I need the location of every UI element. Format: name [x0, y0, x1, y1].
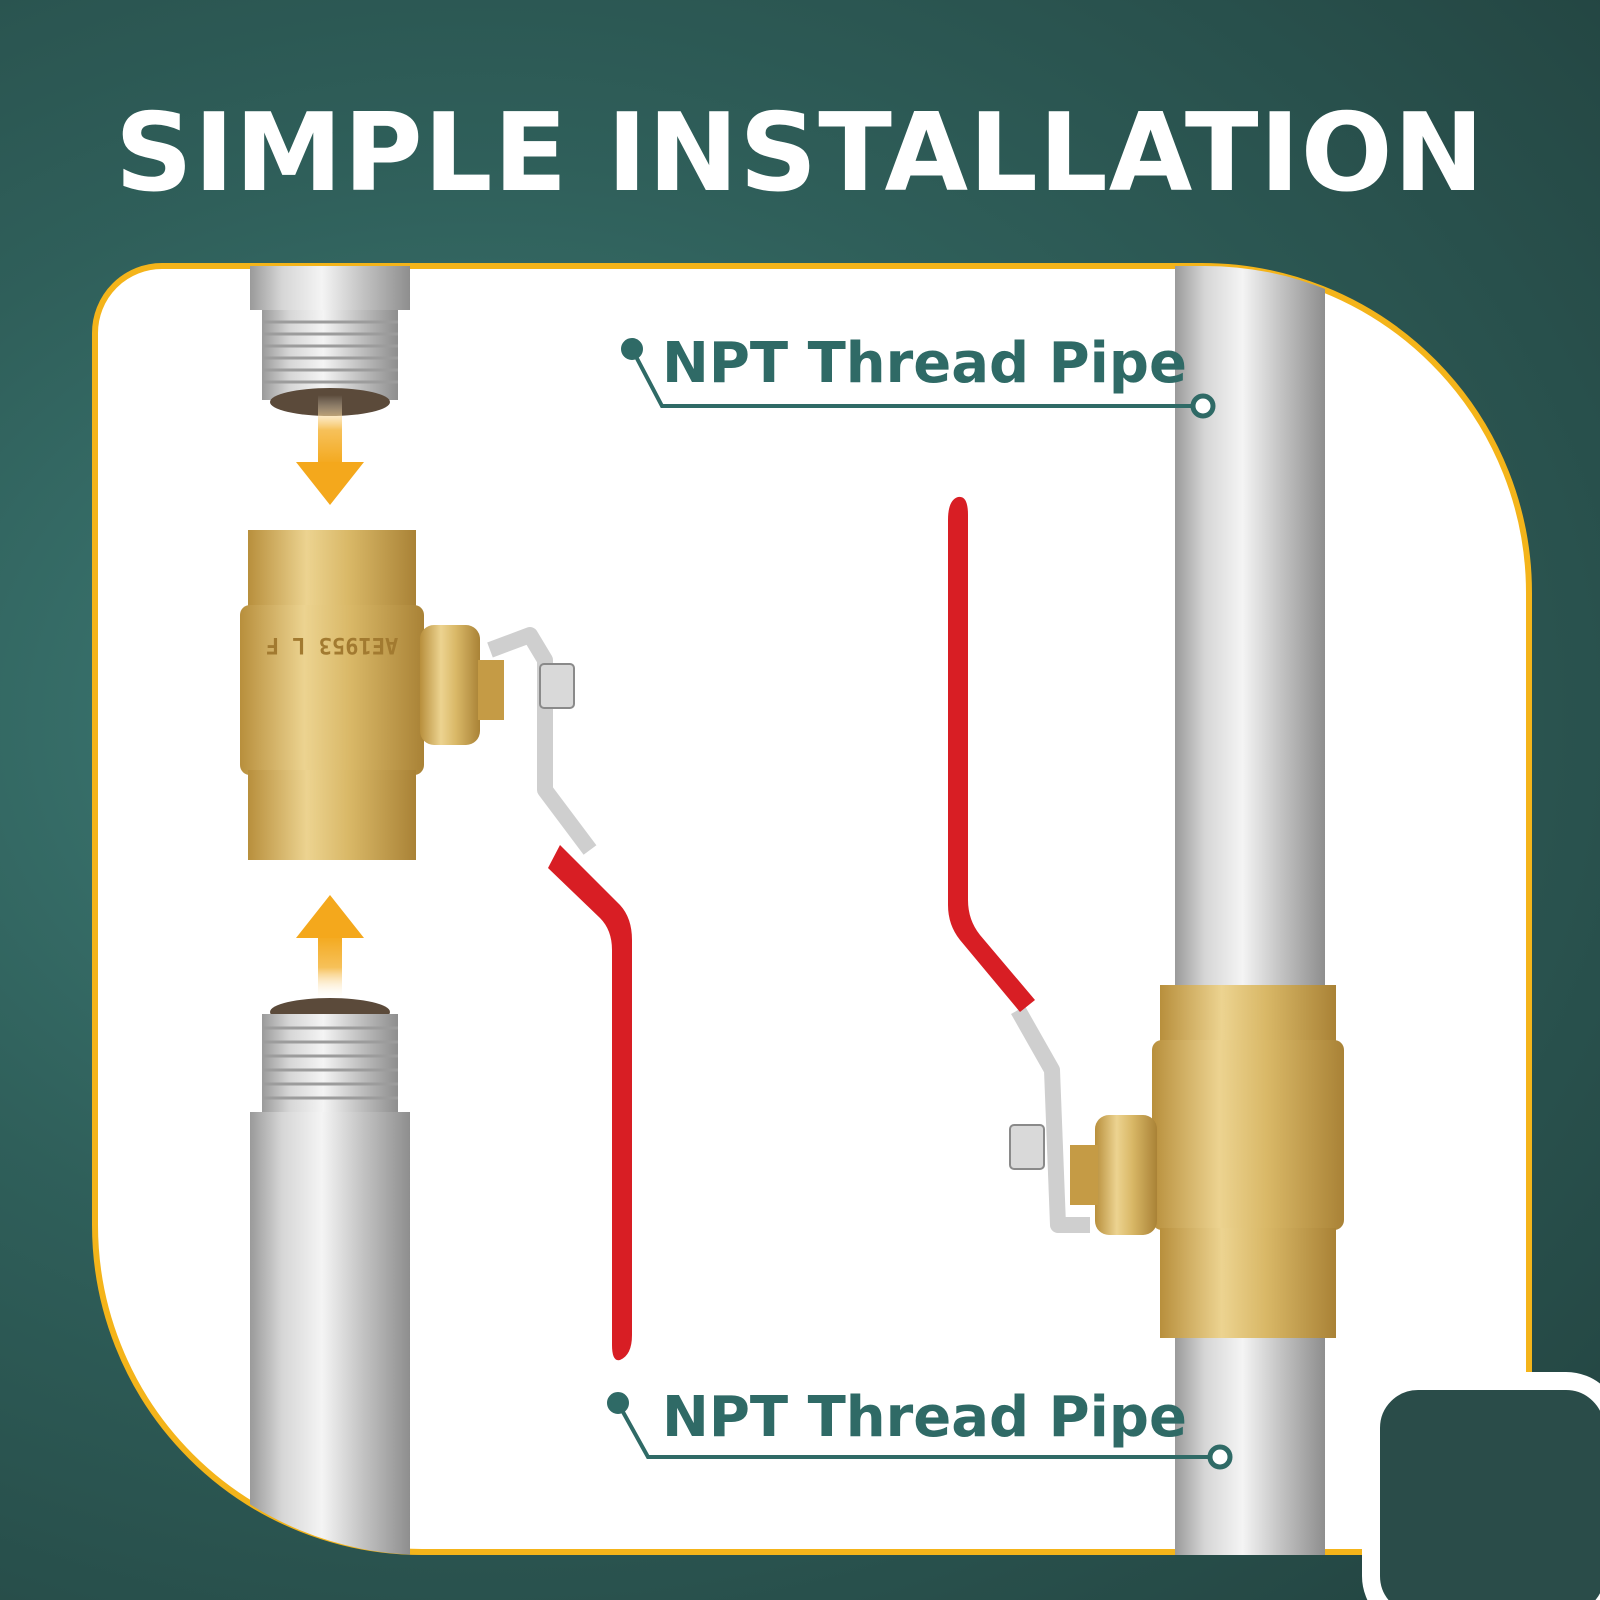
valve-engraving: AE1953 L F — [266, 632, 398, 657]
callout-connector-bottom — [607, 1392, 1233, 1470]
arrow-up-icon — [296, 895, 364, 1000]
ball-valve-left: AE1953 L F — [240, 530, 632, 1361]
installed-pipe — [1175, 266, 1325, 1555]
page-title: SIMPLE INSTALLATION — [115, 91, 1485, 216]
ball-valve-installed — [948, 496, 1344, 1338]
bottom-pipe — [250, 998, 410, 1555]
arrow-down-icon — [296, 395, 364, 505]
top-pipe — [250, 266, 410, 416]
callout-label-bottom: NPT Thread Pipe — [662, 1385, 1187, 1450]
callout-label-top: NPT Thread Pipe — [662, 331, 1187, 396]
callout-connector-top — [621, 338, 1216, 419]
corner-tab — [1362, 1372, 1600, 1600]
